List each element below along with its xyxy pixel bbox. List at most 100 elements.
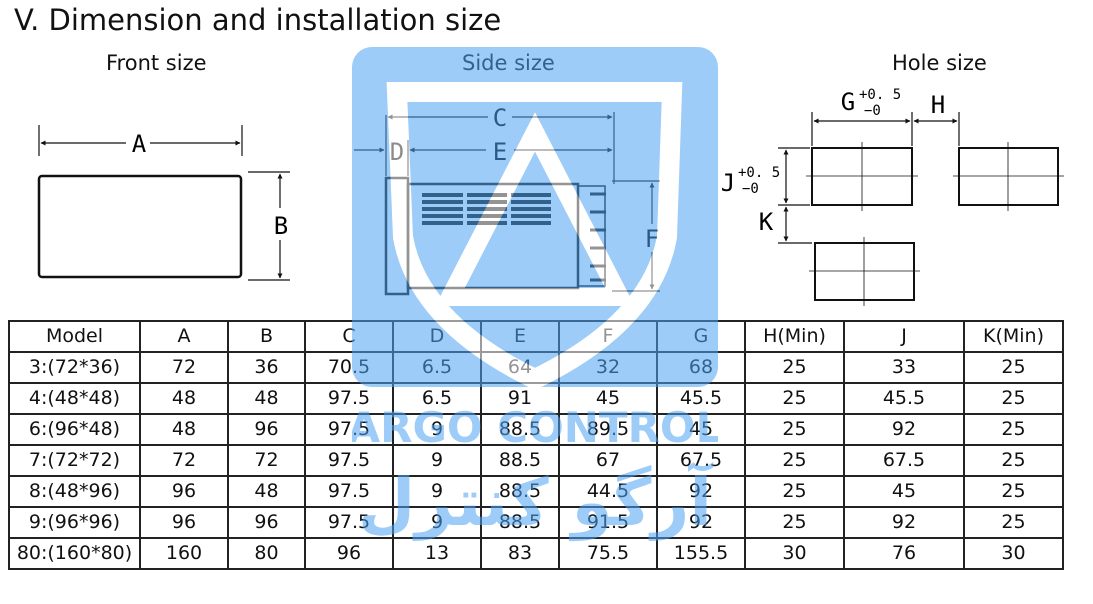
table-cell: 48 — [139, 382, 229, 415]
table-cell: 155.5 — [656, 537, 746, 570]
table-cell: 9 — [392, 413, 482, 446]
g-tolerance-minus: −0 — [864, 103, 881, 119]
table-cell: 44.5 — [558, 475, 658, 508]
table-cell: 92 — [656, 475, 746, 508]
table-cell: 96 — [139, 475, 229, 508]
table-row: 80:(160*80) 160 80 96 13 83 75.5 155.5 3… — [8, 537, 1064, 570]
table-cell: 30 — [744, 537, 845, 570]
table-cell: 75.5 — [558, 537, 658, 570]
table-cell: 92 — [843, 506, 965, 539]
dim-label-h: H — [931, 91, 945, 119]
table-cell: 160 — [139, 537, 229, 570]
table-row: 6:(96*48) 48 96 97.5 9 88.5 89.5 45 25 9… — [8, 413, 1064, 446]
header-h-min: H(Min) — [744, 320, 845, 353]
table-cell: 9 — [392, 506, 482, 539]
header-j: J — [843, 320, 965, 353]
table-cell: 25 — [744, 351, 845, 384]
table-cell: 25 — [963, 413, 1064, 446]
table-cell: 6:(96*48) — [8, 413, 141, 446]
table-row: 3:(72*36) 72 36 70.5 6.5 64 32 68 25 33 … — [8, 351, 1064, 384]
dim-label-a: A — [132, 130, 147, 158]
dim-label-d: D — [390, 138, 404, 166]
header-d: D — [392, 320, 482, 353]
table-row: 4:(48*48) 48 48 97.5 6.5 91 45 45.5 25 4… — [8, 382, 1064, 415]
table-cell: 92 — [656, 506, 746, 539]
table-cell: 45 — [656, 413, 746, 446]
table-cell: 97.5 — [304, 382, 394, 415]
table-cell: 7:(72*72) — [8, 444, 141, 477]
table-cell: 25 — [963, 351, 1064, 384]
table-cell: 6.5 — [392, 351, 482, 384]
dim-label-e: E — [493, 138, 507, 166]
table-cell: 96 — [304, 537, 394, 570]
table-cell: 25 — [744, 475, 845, 508]
table-cell: 25 — [744, 382, 845, 415]
table-cell: 48 — [227, 382, 306, 415]
table-cell: 88.5 — [480, 506, 560, 539]
table-cell: 32 — [558, 351, 658, 384]
table-cell: 67 — [558, 444, 658, 477]
table-cell: 45.5 — [843, 382, 965, 415]
page-title: V. Dimension and installation size — [14, 3, 502, 37]
front-panel-outline — [37, 174, 243, 279]
j-tolerance-plus: +0. 5 — [738, 165, 780, 181]
table-cell: 25 — [963, 444, 1064, 477]
table-cell: 72 — [139, 444, 229, 477]
table-cell: 91 — [480, 382, 560, 415]
table-cell: 25 — [744, 444, 845, 477]
header-b: B — [227, 320, 306, 353]
housing-outline — [406, 182, 580, 290]
table-cell: 89.5 — [558, 413, 658, 446]
hole-cutout-2 — [958, 147, 1059, 206]
dim-label-c: C — [493, 104, 507, 132]
table-cell: 80 — [227, 537, 306, 570]
table-cell: 91.5 — [558, 506, 658, 539]
table-cell: 25 — [963, 382, 1064, 415]
table-row: 8:(48*96) 96 48 97.5 9 88.5 44.5 92 25 4… — [8, 475, 1064, 508]
table-cell: 96 — [227, 413, 306, 446]
table-cell: 30 — [963, 537, 1064, 570]
table-cell: 8:(48*96) — [8, 475, 141, 508]
header-model: Model — [8, 320, 141, 353]
table-cell: 64 — [480, 351, 560, 384]
j-tolerance-minus: −0 — [742, 181, 759, 197]
table-cell: 96 — [139, 506, 229, 539]
header-e: E — [480, 320, 560, 353]
table-cell: 6.5 — [392, 382, 482, 415]
table-cell: 45 — [558, 382, 658, 415]
hole-view — [778, 112, 1064, 306]
terminal-block — [577, 185, 606, 287]
table-cell: 88.5 — [480, 444, 560, 477]
table-cell: 3:(72*36) — [8, 351, 141, 384]
vent-slots — [422, 193, 551, 225]
table-cell: 25 — [963, 475, 1064, 508]
dim-label-k: K — [759, 208, 774, 236]
table-cell: 72 — [139, 351, 229, 384]
dimension-drawings: A B — [37, 87, 1064, 306]
table-row: 7:(72*72) 72 72 97.5 9 88.5 67 67.5 25 6… — [8, 444, 1064, 477]
table-cell: 97.5 — [304, 475, 394, 508]
table-cell: 83 — [480, 537, 560, 570]
table-cell: 45 — [843, 475, 965, 508]
table-cell: 67.5 — [656, 444, 746, 477]
table-cell: 76 — [843, 537, 965, 570]
table-row: 9:(96*96) 96 96 97.5 9 88.5 91.5 92 25 9… — [8, 506, 1064, 539]
hole-size-heading: Hole size — [892, 51, 987, 75]
table-cell: 36 — [227, 351, 306, 384]
header-k-min: K(Min) — [963, 320, 1064, 353]
table-cell: 92 — [843, 413, 965, 446]
hole-cutout-3 — [814, 242, 915, 301]
header-a: A — [139, 320, 229, 353]
table-cell: 25 — [744, 506, 845, 539]
table-cell: 68 — [656, 351, 746, 384]
table-cell: 96 — [227, 506, 306, 539]
dim-label-b: B — [274, 212, 288, 240]
header-g: G — [656, 320, 746, 353]
table-cell: 88.5 — [480, 413, 560, 446]
bezel-outline — [384, 176, 410, 296]
table-cell: 25 — [744, 413, 845, 446]
table-cell: 97.5 — [304, 506, 394, 539]
table-cell: 97.5 — [304, 413, 394, 446]
table-cell: 9:(96*96) — [8, 506, 141, 539]
front-size-heading: Front size — [106, 51, 207, 75]
